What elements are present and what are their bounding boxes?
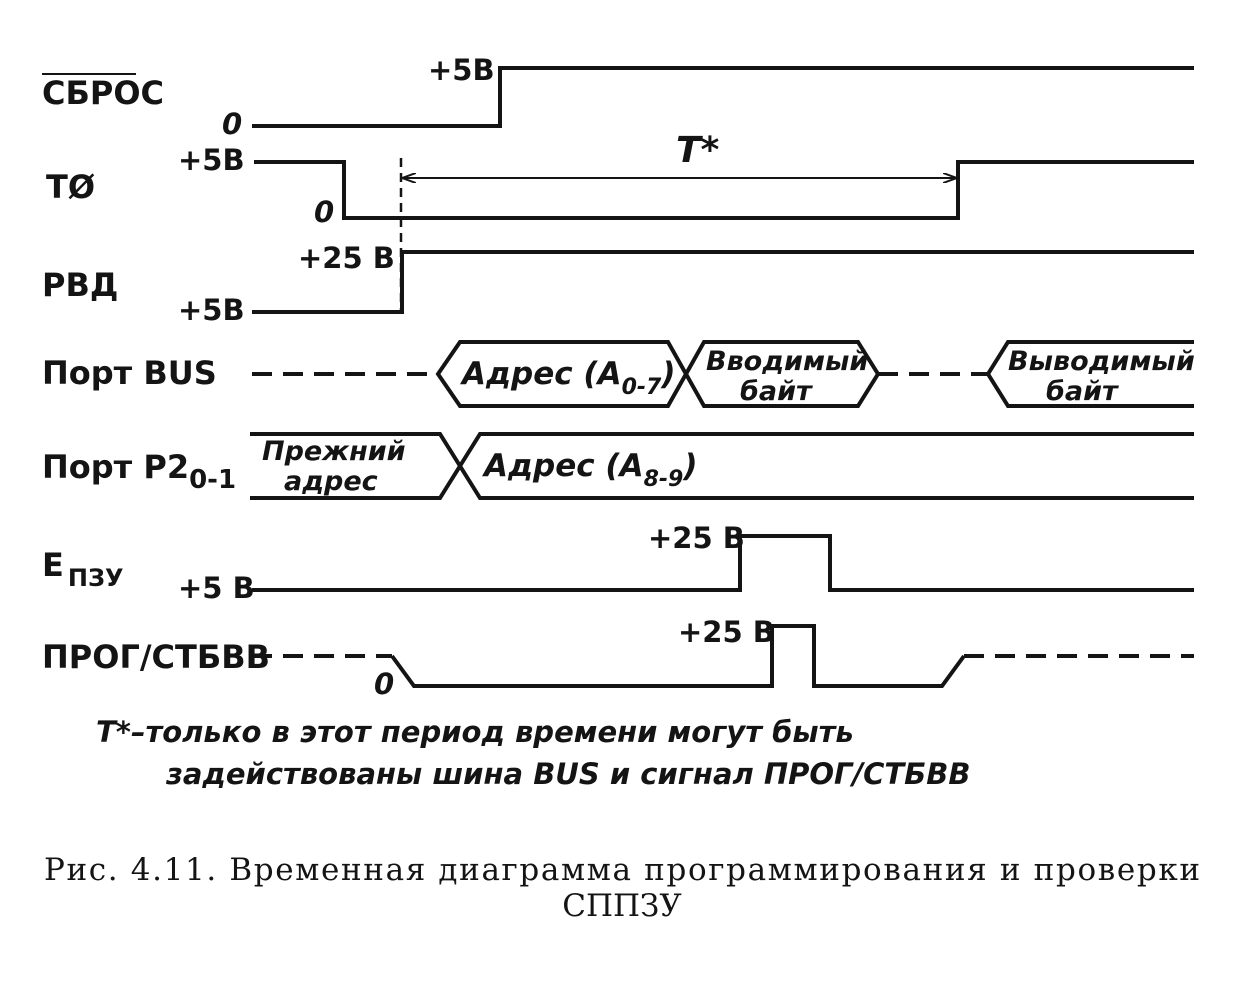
signal-label-eprom-main: E (42, 546, 64, 584)
eprom-low-level-label: +5 В (178, 571, 255, 605)
prog-high-level-label: +25 В (678, 615, 775, 649)
t0-waveform (254, 160, 1194, 220)
rvd-high-level-label: +25 В (298, 241, 395, 275)
figure-caption-line-2: СППЗУ (562, 888, 682, 924)
reset-low-level-label: 0 (222, 107, 242, 141)
bus-address-main: Адрес (A (459, 356, 622, 392)
rvd-low-level-label: +5В (178, 293, 245, 327)
prog-waveform (390, 624, 966, 688)
p2-address-main: Адрес (A (481, 448, 644, 484)
bus-input-byte-line1: Вводимый (706, 346, 868, 377)
p2-address-close: ) (682, 448, 697, 484)
bus-output-byte-line1: Выводимый (1008, 346, 1195, 377)
bus-address-close: ) (660, 356, 675, 392)
p2-previous-address-line1: Прежний (262, 436, 406, 467)
signal-label-prog: ПРОГ/СТБВВ (42, 638, 270, 676)
eprom-high-level-label: +25 В (648, 521, 745, 555)
note-line-1: T*–только в этот период времени могут бы… (96, 715, 854, 749)
bus-address-subscript: 0-7 (622, 375, 662, 400)
signal-label-t0: ТØ (46, 168, 95, 206)
signal-label-p2: Порт Р20-1 (42, 448, 236, 495)
reset-high-level-label: +5В (428, 53, 495, 87)
p2-previous-address-line2: адрес (284, 466, 378, 497)
bus-input-byte-line2: байт (740, 376, 813, 407)
signal-label-p2-main: Порт Р2 (42, 448, 189, 486)
t0-high-level-label: +5В (178, 143, 245, 177)
signal-label-p2-subscript: 0-1 (189, 465, 236, 495)
signal-label-bus: Порт BUS (42, 354, 217, 392)
p2-address-box (457, 432, 1194, 500)
signal-label-reset: СБРОС (42, 74, 164, 112)
bus-output-byte-line2: байт (1046, 376, 1119, 407)
p2-address-subscript: 8-9 (644, 467, 684, 492)
eprom-waveform (252, 534, 1194, 592)
t0-low-level-label: 0 (314, 195, 334, 229)
bus-output-byte-box (985, 340, 1194, 408)
reset-waveform (252, 66, 1194, 128)
bus-address-text: Адрес (A0-7) (459, 356, 676, 400)
signal-label-rvd: РВД (42, 266, 118, 304)
p2-address-text: Адрес (A8-9) (481, 448, 698, 492)
figure-caption-line-1: Рис. 4.11. Временная диаграмма программи… (44, 852, 1200, 888)
period-label: T* (676, 130, 720, 171)
rvd-waveform (252, 250, 1194, 314)
note-line-2: задействованы шина BUS и сигнал ПРОГ/СТБ… (165, 757, 970, 791)
signal-label-eprom-subscript: ПЗУ (68, 564, 124, 592)
prog-low-level-label: 0 (374, 667, 394, 701)
